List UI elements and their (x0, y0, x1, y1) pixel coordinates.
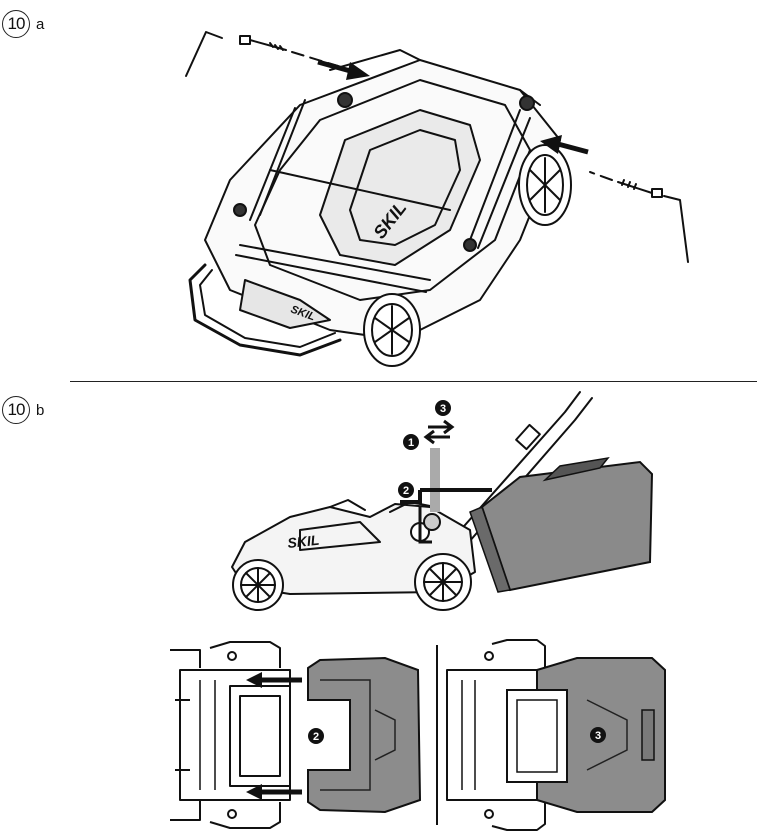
detail-panel-attach: 2 (170, 640, 430, 830)
wheel-rear-side (415, 554, 471, 610)
wheel-front-right (364, 294, 420, 366)
callout-2-detail: 2 (308, 728, 324, 744)
detail-panel-attached: 3 (437, 640, 677, 830)
svg-text:2: 2 (403, 485, 409, 497)
svg-text:3: 3 (440, 403, 446, 415)
wheel-front-side (233, 560, 283, 610)
svg-text:2: 2 (313, 731, 319, 743)
wheel-rear-right (519, 145, 571, 225)
figure-10b-side-view: 1 3 2 SKIL (0, 382, 757, 612)
brand-logo-side: SKIL (287, 532, 320, 551)
guide-dashes-right (590, 172, 612, 180)
lever-guide-line (400, 490, 492, 502)
callout-3: 3 (435, 400, 451, 416)
lever-pole (430, 448, 440, 512)
bolt-right (618, 180, 662, 197)
svg-text:1: 1 (408, 437, 414, 449)
hex-key-left (186, 32, 222, 76)
collector-hook-frame (308, 658, 420, 812)
figure-10a-illustration: SKIL SKIL (0, 0, 757, 380)
bolt-left (240, 36, 286, 50)
grass-collector-box (470, 458, 652, 592)
callout-3-detail: 3 (590, 727, 606, 743)
hex-key-right (664, 196, 688, 262)
callout-2: 2 (398, 482, 414, 498)
callout-1: 1 (403, 434, 419, 450)
svg-text:3: 3 (595, 730, 601, 742)
insert-arrow-left (318, 62, 370, 80)
